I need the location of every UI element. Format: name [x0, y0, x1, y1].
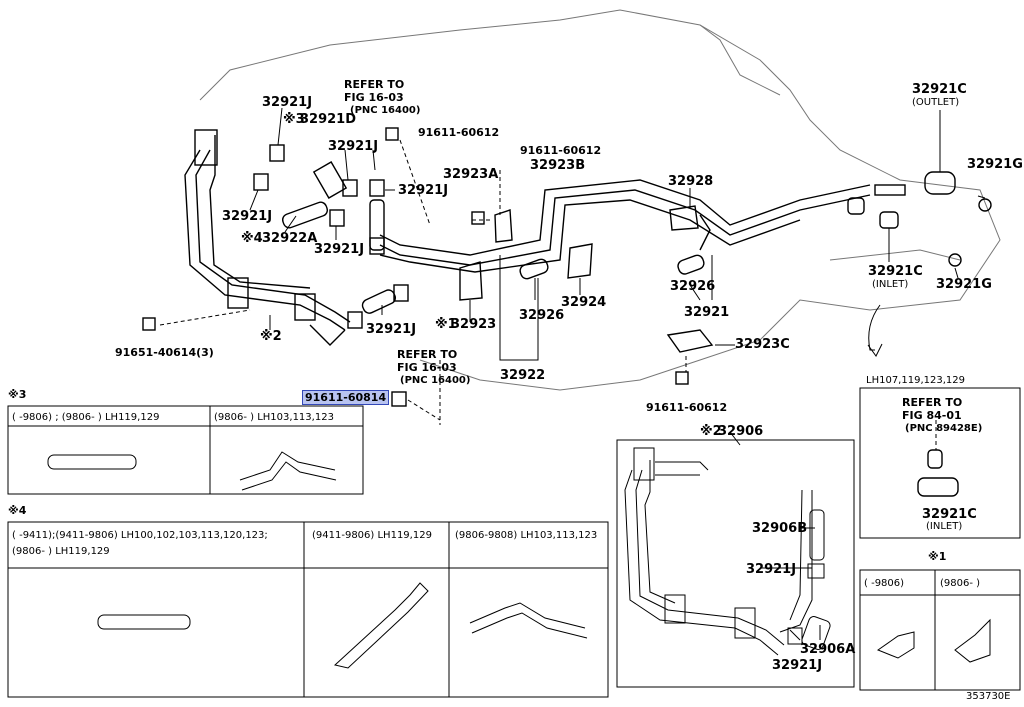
- part-32922[interactable]: 32922: [500, 368, 546, 383]
- note-mark-3: ※3: [283, 112, 305, 127]
- part-32921c-outlet[interactable]: 32921C: [912, 82, 967, 97]
- part-91611-60612[interactable]: 91611-60612: [418, 126, 500, 139]
- part-32928[interactable]: 32928: [668, 174, 714, 189]
- part-91611-60612[interactable]: 91611-60612: [646, 401, 728, 414]
- part-32924[interactable]: 32924: [561, 295, 607, 310]
- part-32921d[interactable]: 32921D: [300, 112, 357, 127]
- inset-4-col2-heading: (9411-9806) LH119,129: [312, 530, 432, 541]
- refer-fig[interactable]: FIG 84-01: [902, 409, 962, 422]
- inset-4-col3-heading: (9806-9808) LH103,113,123: [455, 530, 598, 541]
- figure-id: 353730E: [966, 691, 1011, 702]
- part-91611-60612[interactable]: 91611-60612: [520, 144, 602, 157]
- part-32906[interactable]: 32906: [718, 424, 764, 439]
- note-mark-2: ※2: [700, 424, 722, 439]
- part-32921j[interactable]: 32921J: [398, 183, 449, 198]
- refer-label: REFER TO: [397, 348, 458, 361]
- refer-label: REFER TO: [902, 396, 963, 409]
- inset-3-mark: ※3: [8, 388, 27, 401]
- part-32921j[interactable]: 32921J: [746, 562, 797, 577]
- part-32921c-inlet[interactable]: 32921C: [868, 264, 923, 279]
- refer-label: REFER TO: [344, 78, 405, 91]
- refer-fig[interactable]: FIG 16-03: [344, 91, 404, 104]
- part-32923[interactable]: 32923: [451, 317, 497, 332]
- refer-fig[interactable]: FIG 16-03: [397, 361, 457, 374]
- part-32921g[interactable]: 32921G: [936, 277, 992, 292]
- part-91611-60814-highlighted[interactable]: 91611-60814: [302, 390, 390, 405]
- part-91651-40614[interactable]: 91651-40614(3): [115, 346, 214, 359]
- part-32922a[interactable]: 32922A: [262, 231, 318, 246]
- part-32921j[interactable]: 32921J: [222, 209, 273, 224]
- part-32906a[interactable]: 32906A: [800, 642, 856, 657]
- part-32921j[interactable]: 32921J: [314, 242, 365, 257]
- part-32921j[interactable]: 32921J: [262, 95, 313, 110]
- part-32923b[interactable]: 32923B: [530, 158, 586, 173]
- part-32921j[interactable]: 32921J: [772, 658, 823, 673]
- part-32921c[interactable]: 32921C: [922, 507, 977, 522]
- part-32923a[interactable]: 32923A: [443, 167, 499, 182]
- outlet-note: (OUTLET): [912, 97, 960, 108]
- note-mark-1: ※1: [435, 317, 457, 332]
- inset-lh-title: LH107,119,123,129: [866, 375, 965, 386]
- inset-1-col2-heading: (9806- ): [940, 578, 981, 589]
- part-32921j[interactable]: 32921J: [366, 322, 417, 337]
- inset-4-mark: ※4: [8, 504, 27, 517]
- inset-3-col2-heading: (9806- ) LH103,113,123: [214, 412, 334, 423]
- inset-4-col1-heading-line2: (9806- ) LH119,129: [12, 546, 110, 557]
- note-mark-2: ※2: [260, 329, 282, 344]
- inset-3-col1-heading: ( -9806) ; (9806- ) LH119,129: [12, 412, 160, 423]
- inlet-note: (INLET): [926, 521, 963, 532]
- part-32921j[interactable]: 32921J: [328, 139, 379, 154]
- part-32906b[interactable]: 32906B: [752, 521, 808, 536]
- part-32926[interactable]: 32926: [519, 308, 565, 323]
- refer-pnc: (PNC 89428E): [905, 423, 983, 434]
- note-mark-4: ※4: [241, 231, 263, 246]
- inset-1-col1-heading: ( -9806): [864, 578, 905, 589]
- refer-pnc: (PNC 16400): [400, 375, 471, 386]
- inset-4-col1-heading-line1: ( -9411);(9411-9806) LH100,102,103,113,1…: [12, 530, 268, 541]
- inlet-note: (INLET): [872, 279, 909, 290]
- part-32921g[interactable]: 32921G: [967, 157, 1023, 172]
- refer-pnc: (PNC 16400): [350, 105, 421, 116]
- part-32923c[interactable]: 32923C: [735, 337, 790, 352]
- part-32926[interactable]: 32926: [670, 279, 716, 294]
- part-32921[interactable]: 32921: [684, 305, 730, 320]
- inset-1-mark: ※1: [928, 550, 947, 563]
